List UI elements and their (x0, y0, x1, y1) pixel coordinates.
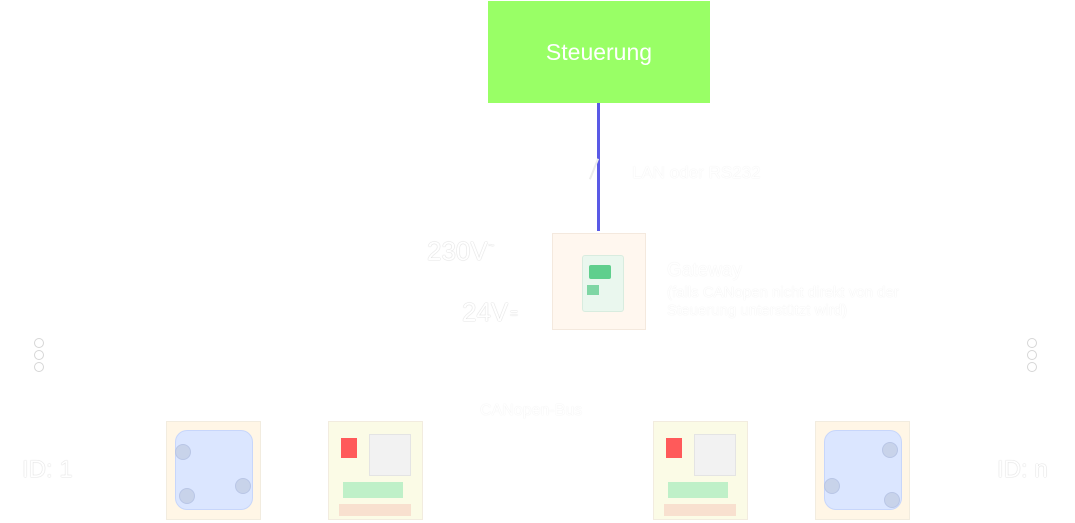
device-id-last: ID: n (997, 456, 1048, 483)
device-photo-controller-1 (328, 421, 423, 520)
dot (1027, 338, 1037, 348)
motor-cylinder (175, 444, 191, 460)
dot (1027, 362, 1037, 372)
controller-gateway-link-line (597, 103, 600, 231)
continuation-dots-right (1027, 338, 1037, 374)
board-base-image (664, 504, 736, 516)
gateway-module-image (582, 255, 624, 312)
dot (34, 338, 44, 348)
dot (1027, 350, 1037, 360)
controller-label: Steuerung (545, 38, 653, 65)
board-block-image (694, 434, 736, 476)
power-ac-label: 230V (427, 236, 488, 266)
link-label: LAN oder RS232 (632, 163, 761, 182)
device-photo-motor-n (815, 421, 910, 520)
gateway-title: Gateway (667, 260, 742, 281)
power-dc-symbol: = (510, 305, 519, 321)
motor-cylinder (882, 442, 898, 458)
terminal-strip-image (343, 482, 403, 498)
gateway-led-panel (589, 265, 611, 279)
continuation-dots-left (34, 338, 44, 374)
motor-cylinder (824, 478, 840, 494)
power-ac-symbol: ~ (488, 240, 495, 252)
board-block-image (369, 434, 411, 476)
power-dc-label: 24V (462, 297, 509, 327)
gateway-port (587, 285, 599, 295)
dot (34, 350, 44, 360)
bus-label: CANopen-Bus (480, 402, 583, 419)
dot (34, 362, 44, 372)
device-photo-controller-n (653, 421, 748, 520)
motor-cylinder (235, 478, 251, 494)
board-base-image (339, 504, 411, 516)
device-photo-motor-1 (166, 421, 261, 520)
terminal-strip-image (668, 482, 728, 498)
device-id-first: ID: 1 (22, 456, 73, 483)
motor-cylinder (884, 492, 900, 508)
red-connector-image (666, 438, 682, 458)
gateway-description: (falls CANopen nicht direkt von der Steu… (667, 284, 899, 319)
controller-box: Steuerung (488, 1, 710, 103)
motor-cylinder (179, 488, 195, 504)
red-connector-image (341, 438, 357, 458)
